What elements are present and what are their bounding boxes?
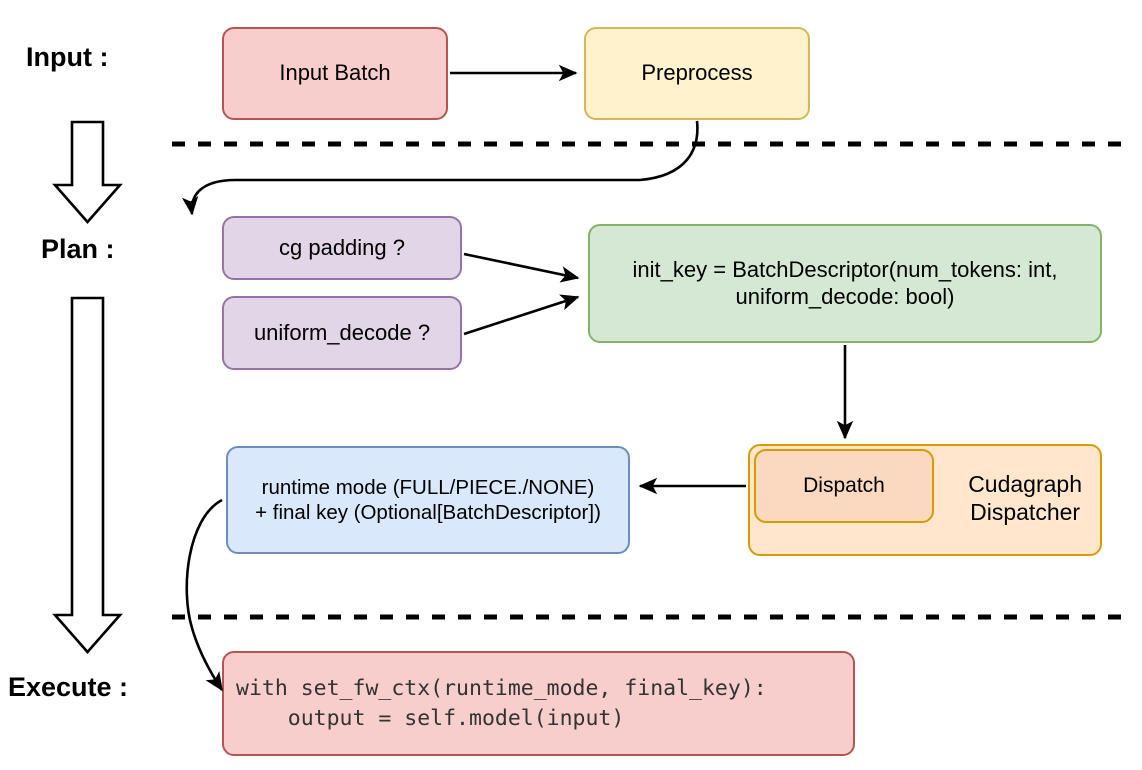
node-runtime-mode-line2: + final key (Optional[BatchDescriptor]) [255, 501, 601, 524]
node-execute-code[interactable]: with set_fw_ctx(runtime_mode, final_key)… [222, 651, 855, 756]
node-input-batch[interactable]: Input Batch [222, 27, 448, 120]
arrow-cg-padding-to-init-key [463, 252, 580, 283]
block-arrow-plan-to-execute [52, 296, 123, 654]
node-cudagraph-dispatcher-label: Cudagraph Dispatcher [960, 470, 1100, 530]
node-init-key[interactable]: init_key = BatchDescriptor(num_tokens: i… [588, 224, 1102, 343]
node-runtime-mode-line1: runtime mode (FULL/PIECE./NONE) [261, 476, 595, 499]
arrow-uniform-decode-to-init-key [463, 294, 580, 336]
block-arrow-input-to-plan [52, 120, 123, 224]
node-init-key-line1: init_key = BatchDescriptor(num_tokens: i… [632, 256, 1058, 282]
stage-label-plan: Plan : [41, 234, 115, 264]
stage-label-input: Input : [26, 42, 109, 72]
node-cudagraph-dispatcher-line1: Cudagraph [968, 470, 1082, 497]
node-preprocess-label: Preprocess [641, 60, 753, 86]
node-dispatch[interactable]: Dispatch [754, 449, 934, 523]
arrow-preprocess-to-cg-padding [181, 120, 699, 216]
node-cg-padding-label: cg padding ? [279, 234, 405, 260]
node-execute-code-line1: with set_fw_ctx(runtime_mode, final_key)… [236, 676, 767, 702]
node-input-batch-label: Input Batch [279, 60, 391, 86]
node-cg-padding[interactable]: cg padding ? [222, 216, 462, 280]
node-execute-code-label: with set_fw_ctx(runtime_mode, final_key)… [224, 674, 853, 732]
node-init-key-line2: uniform_decode: bool) [735, 283, 955, 309]
node-uniform-decode-label: uniform_decode ? [253, 319, 431, 345]
node-dispatch-label: Dispatch [803, 474, 885, 498]
node-execute-code-line2: output = self.model(input) [236, 705, 625, 731]
stage-label-execute: Execute : [8, 672, 129, 702]
node-cudagraph-dispatcher-line2: Dispatcher [970, 499, 1081, 525]
arrow-runtime-mode-to-execute-code [185, 498, 224, 692]
node-preprocess[interactable]: Preprocess [584, 27, 810, 120]
node-runtime-mode[interactable]: runtime mode (FULL/PIECE./NONE) + final … [226, 446, 630, 554]
node-init-key-label: init_key = BatchDescriptor(num_tokens: i… [590, 257, 1100, 311]
node-uniform-decode[interactable]: uniform_decode ? [222, 296, 462, 370]
node-runtime-mode-label: runtime mode (FULL/PIECE./NONE) + final … [228, 475, 628, 525]
